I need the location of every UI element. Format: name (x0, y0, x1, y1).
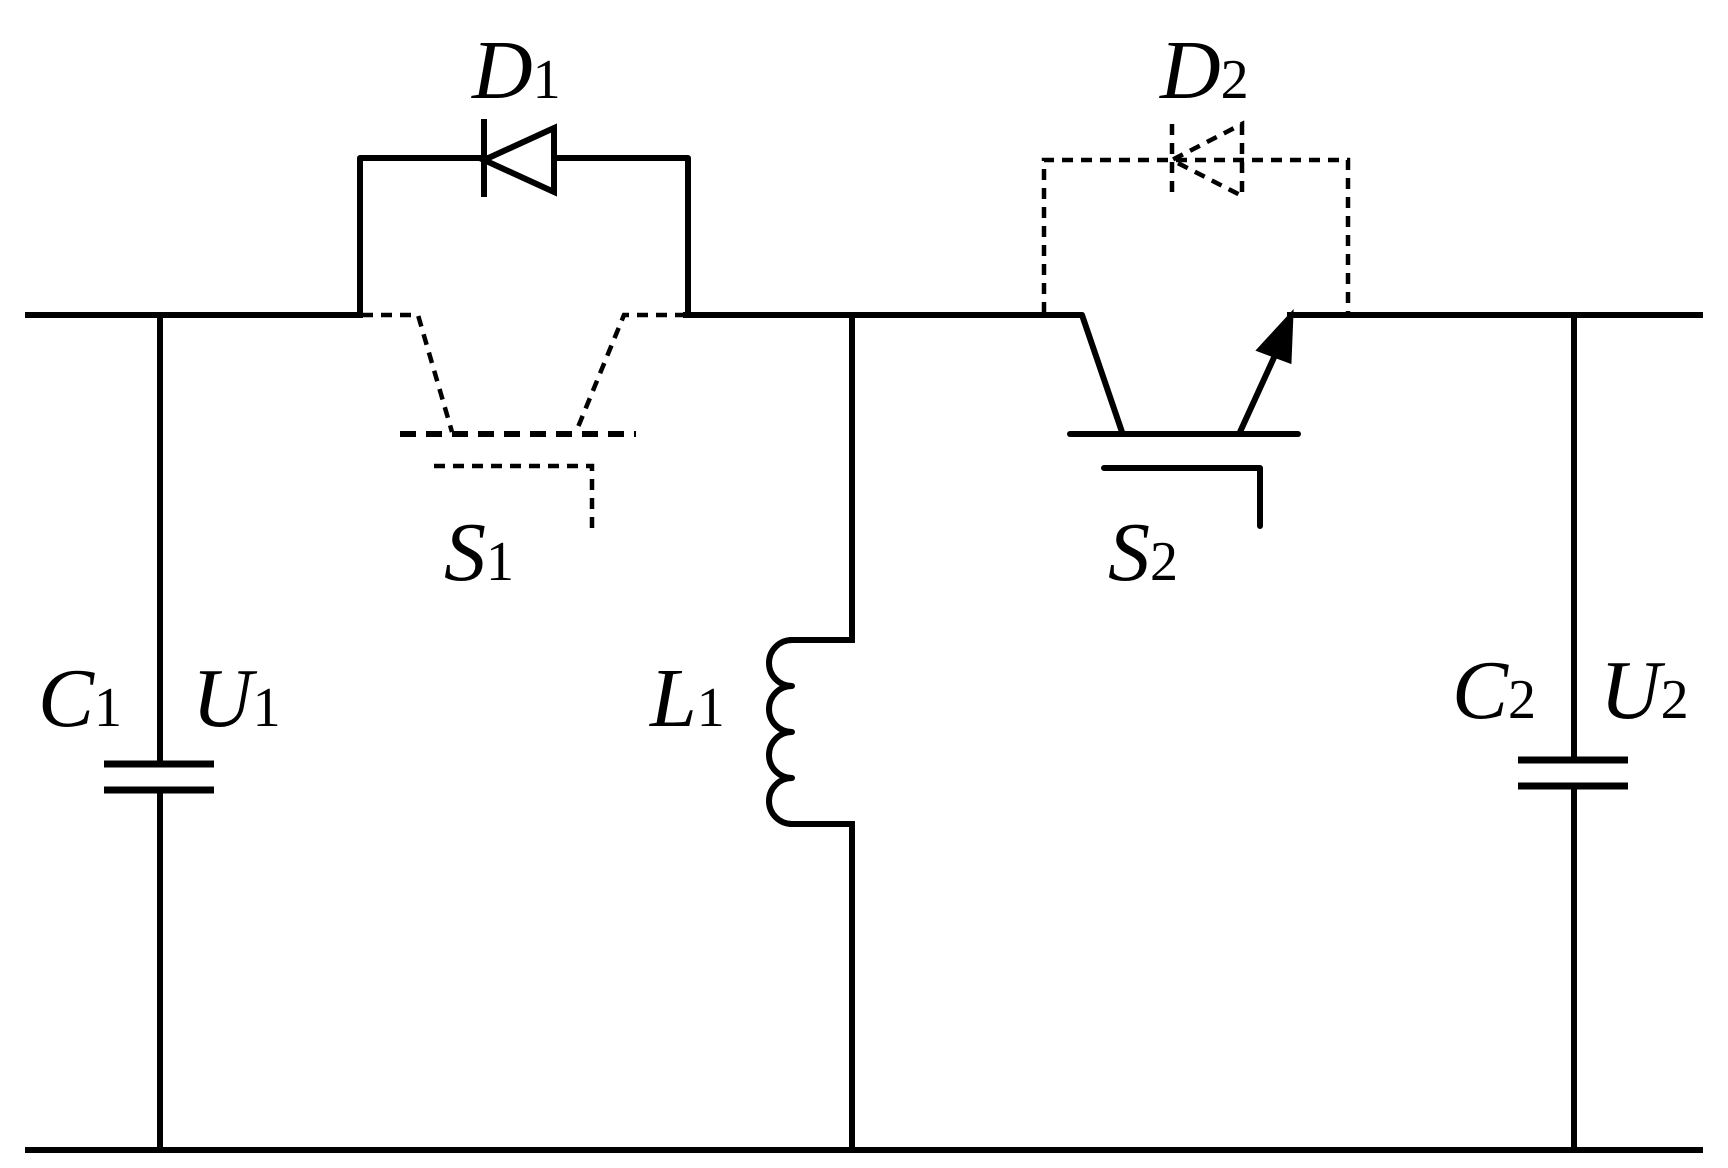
label-l1: L1 (649, 652, 725, 745)
switch-s2 (1047, 308, 1303, 529)
diode-d2 (1041, 120, 1351, 313)
label-s2: S2 (1108, 506, 1178, 599)
label-c1: C1 (38, 652, 122, 745)
switch-s1 (362, 312, 686, 528)
label-u1: U1 (192, 652, 281, 745)
label-d2: D2 (1159, 24, 1249, 117)
inductor-l1 (766, 312, 855, 1153)
capacitor-c2 (1518, 312, 1628, 1153)
label-c2: C2 (1452, 644, 1536, 737)
diode-d1 (357, 119, 691, 318)
label-d1: D1 (471, 24, 561, 117)
capacitor-c1 (104, 312, 214, 1153)
label-u2: U2 (1600, 644, 1689, 737)
label-s1: S1 (444, 506, 514, 599)
